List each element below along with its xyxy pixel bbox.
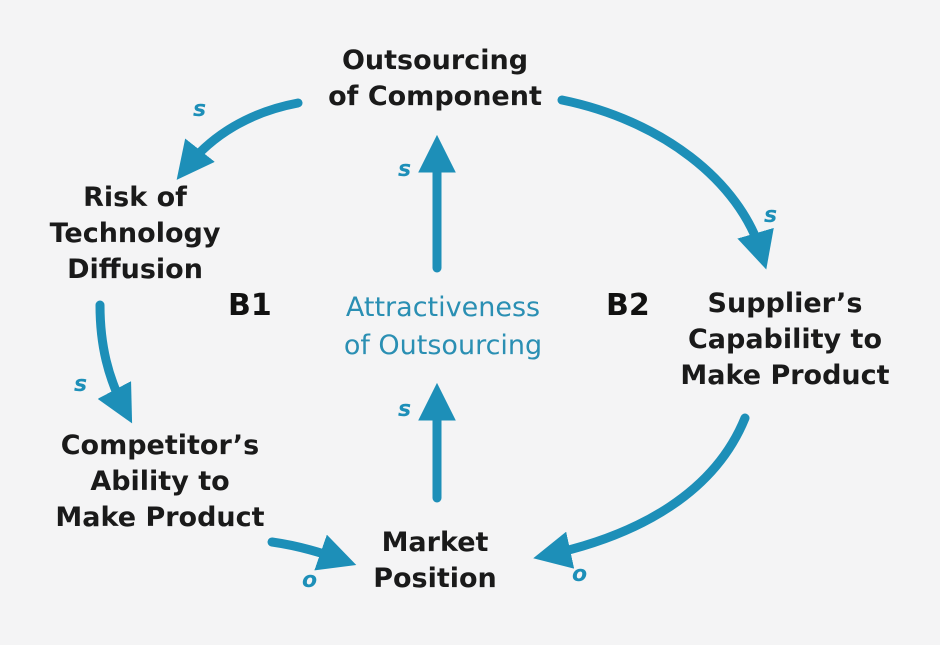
polarity-risk-competitor: s [74, 372, 88, 397]
node-line: Outsourcing [341, 45, 529, 76]
node-competitors-ability: Competitor’s Ability to Make Product [30, 428, 290, 536]
polarity-market-attractiveness: s [398, 397, 412, 422]
polarity-supplier-market: o [572, 562, 588, 587]
node-line: Diffusion [67, 254, 203, 285]
node-outsourcing-of-component: Outsourcing of Component [305, 43, 565, 115]
arrow-competitor-to-market [267, 534, 357, 571]
arrow-outsourcing-to-supplier [557, 95, 774, 270]
node-market-position: Market Position [345, 525, 525, 597]
polarity-competitor-market: o [302, 568, 318, 593]
node-line: Make Product [680, 360, 890, 391]
node-attractiveness-of-outsourcing: Attractiveness of Outsourcing [318, 289, 568, 365]
node-line: Ability to [90, 466, 230, 497]
arrow-outsourcing-to-risk [176, 98, 303, 180]
node-line: Make Product [55, 502, 265, 533]
node-line: Position [373, 563, 497, 594]
polarity-attractiveness-outsourcing: s [398, 157, 412, 182]
node-risk-of-technology-diffusion: Risk of Technology Diffusion [25, 180, 245, 288]
node-line: Risk of [83, 182, 187, 213]
node-line: Supplier’s [707, 288, 863, 319]
node-line: Capability to [687, 324, 883, 355]
polarity-outsourcing-risk: s [193, 97, 207, 122]
node-line: of Outsourcing [343, 330, 543, 361]
node-line: Technology [49, 218, 221, 249]
node-line: Competitor’s [60, 430, 260, 461]
node-line: Attractiveness [345, 292, 541, 323]
node-line: of Component [328, 81, 542, 112]
arrow-supplier-to-market [533, 413, 750, 569]
node-suppliers-capability: Supplier’s Capability to Make Product [660, 286, 910, 394]
polarity-outsourcing-supplier: s [764, 203, 778, 228]
arrow-risk-to-competitor [95, 300, 133, 424]
node-line: Market [381, 527, 489, 558]
loop-label-b1: B1 [228, 288, 272, 323]
loop-label-b2: B2 [606, 288, 650, 323]
